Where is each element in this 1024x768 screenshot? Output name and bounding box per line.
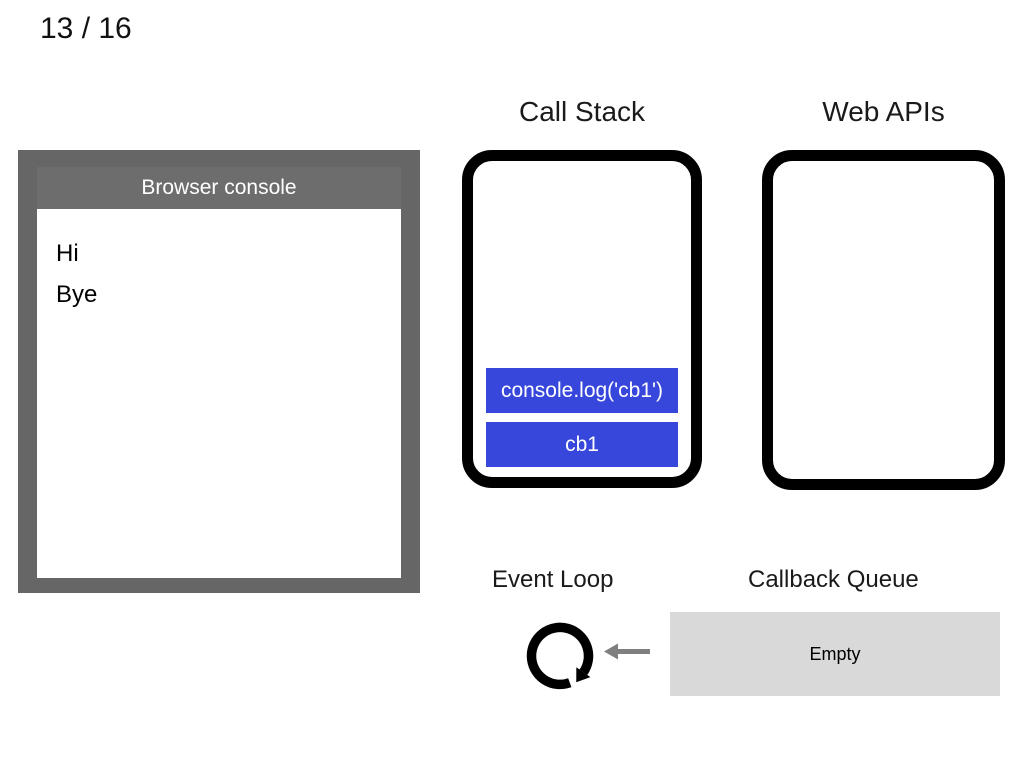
console-log-line: Bye bbox=[56, 281, 98, 308]
console-log-line: Hi bbox=[56, 240, 79, 267]
call-stack-item: console.log('cb1') bbox=[486, 368, 678, 413]
call-stack-items: console.log('cb1') cb1 bbox=[486, 368, 678, 467]
callback-queue-title: Callback Queue bbox=[748, 566, 919, 593]
clockwise-loop-arrow-icon bbox=[526, 622, 594, 690]
slide-counter: 13 / 16 bbox=[40, 12, 132, 45]
call-stack-frame: console.log('cb1') cb1 bbox=[462, 150, 702, 488]
callback-queue-status: Empty bbox=[809, 643, 861, 664]
web-apis-frame bbox=[762, 150, 1005, 490]
browser-console-panel: Browser console Hi Bye bbox=[18, 150, 420, 593]
event-loop-title: Event Loop bbox=[492, 566, 614, 593]
call-stack-title: Call Stack bbox=[518, 96, 646, 127]
browser-console-title: Browser console bbox=[37, 167, 401, 209]
web-apis-title: Web APIs bbox=[822, 96, 945, 127]
left-arrow-icon bbox=[604, 643, 650, 660]
callback-queue-box: Empty bbox=[670, 612, 1000, 696]
browser-console-output: Hi Bye bbox=[37, 209, 401, 578]
call-stack-item: cb1 bbox=[486, 422, 678, 467]
